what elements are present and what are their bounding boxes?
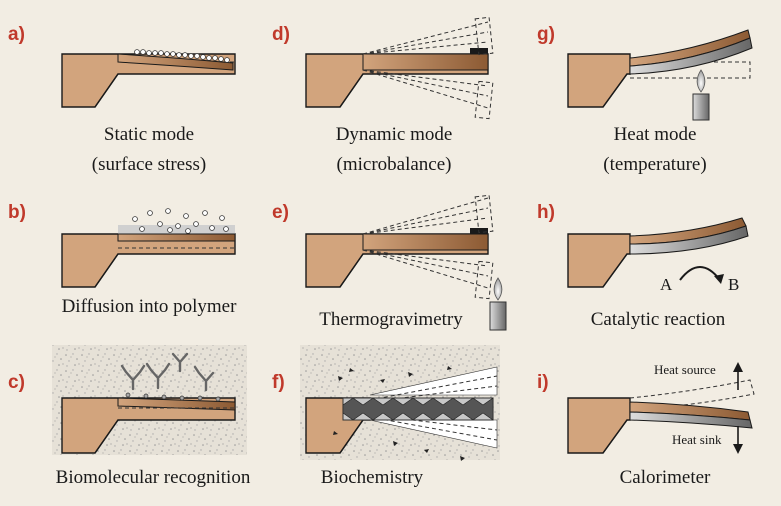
caption-d-line1: Dynamic mode [336,124,453,145]
receptor-molecules [125,392,221,402]
panel-d: d) Dynamic mode (microbalance) [272,16,494,175]
bimorph-bottom-layer [629,225,749,255]
heat-source-label: Heat source [654,362,716,377]
panel-letter-b: b) [8,202,26,223]
cantilever-beam [117,233,236,242]
mass-load [470,48,488,54]
cantilever-beam [117,397,236,411]
panel-letter-d: d) [272,24,290,45]
bimorph-bottom-layer [629,37,753,75]
cantilever-chip [567,397,631,454]
panel-b: b) Diffusion into polymer [8,202,237,317]
panel-letter-a: a) [8,24,25,45]
reactant-label: A [660,275,673,294]
oscillation-envelope [362,16,494,120]
caption-f: Biochemistry [321,467,424,488]
cantilever-chip [567,233,631,288]
panel-letter-e: e) [272,202,289,223]
cantilever-beam [362,53,489,71]
candle-icon [692,69,710,121]
caption-b: Diffusion into polymer [62,296,238,317]
heat-sink-label: Heat sink [672,432,722,447]
adsorbed-molecules [134,49,230,63]
caption-a-line2: (surface stress) [92,154,206,175]
cantilever-chip [567,53,631,108]
caption-c: Biomolecular recognition [56,467,251,488]
caption-d-line2: (microbalance) [337,154,452,175]
binding-sites [342,397,494,421]
cantilever-chip [61,233,236,288]
panel-letter-h: h) [537,202,555,223]
oscillation-envelope [362,194,494,300]
panel-g: g) Heat mode (temperature) [537,24,753,175]
caption-g-line2: (temperature) [603,154,706,175]
panel-i: i) Heat source Heat sink Calorimeter [537,362,755,488]
panel-c: c) Biomolecular recognition [8,345,251,488]
analyte-molecules [132,208,229,234]
heat-sink-arrow [733,426,743,454]
caption-h: Catalytic reaction [591,309,726,330]
product-label: B [728,275,739,294]
panel-a: a) Static mode (surface stress) [8,24,236,175]
panel-letter-g: g) [537,24,555,45]
reaction-arrow [679,266,721,281]
panel-f: f) Biochemistry [272,345,500,488]
bimorph-bottom-layer [629,411,753,429]
caption-g-line1: Heat mode [614,124,697,145]
caption-e: Thermogravimetry [319,309,463,330]
panel-h: h) A B Catalytic reaction [537,202,749,330]
panel-e: e) Thermogravimetry [272,194,507,331]
polymer-layer [118,225,235,235]
panel-letter-i: i) [537,372,549,393]
cantilever-beam [362,233,489,251]
caption-i: Calorimeter [620,467,711,488]
heat-source-arrow [733,362,743,390]
panel-letter-c: c) [8,372,25,393]
deflected-position [629,379,755,411]
antibodies [120,352,215,392]
biomolecules [333,366,465,461]
caption-a-line1: Static mode [104,124,194,145]
candle-icon [489,277,507,331]
panel-letter-f: f) [272,372,285,393]
flow-fan-top [369,366,498,396]
bent-cantilever [117,53,234,71]
